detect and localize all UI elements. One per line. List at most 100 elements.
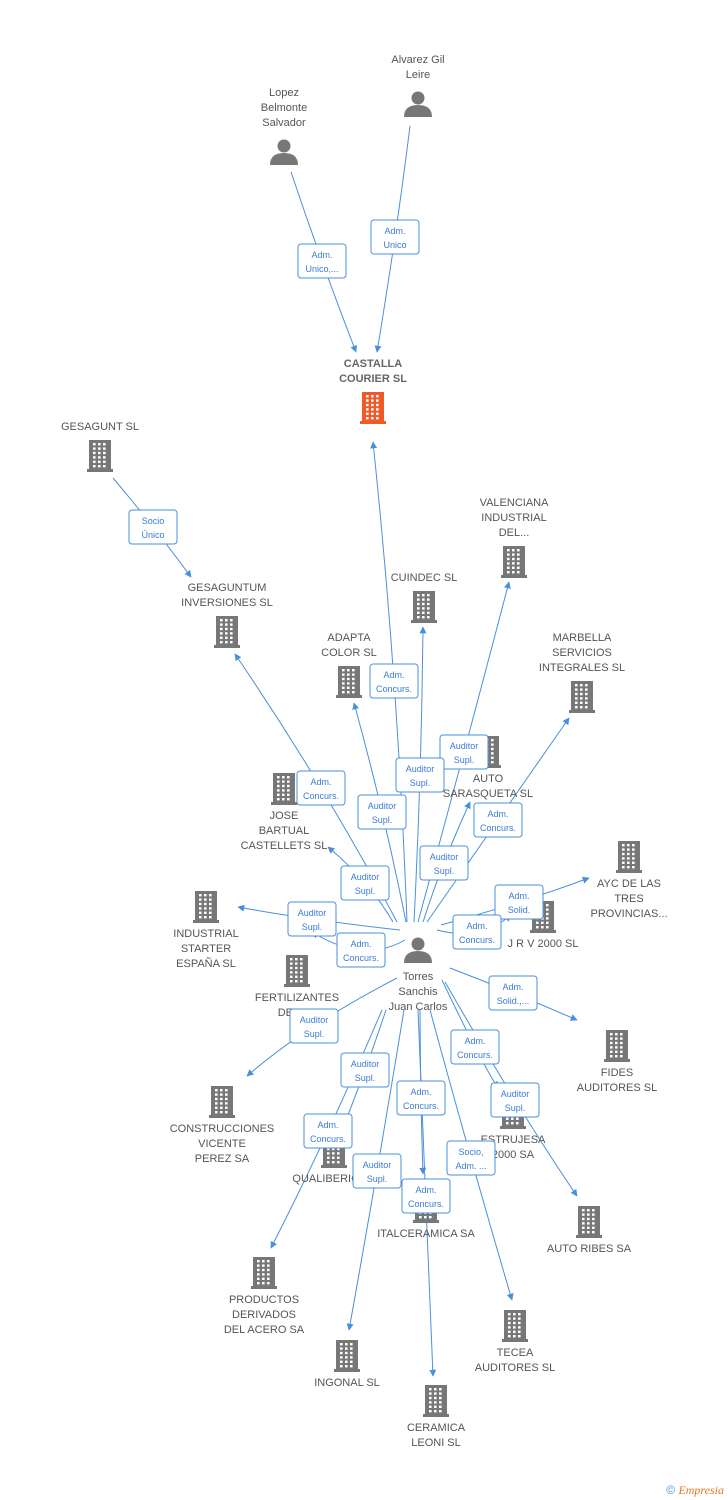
company-node-ceramica[interactable]: building-iconCERAMICALEONI SL xyxy=(407,1385,466,1449)
building-window xyxy=(536,926,539,929)
company-node-valenciana[interactable]: building-iconVALENCIANAINDUSTRIALDEL... xyxy=(480,497,550,578)
edge-label-torres-ceramica[interactable]: Adm.Concurs. xyxy=(401,1178,451,1214)
company-node-marbella[interactable]: building-iconMARBELLASERVICIOSINTEGRALES… xyxy=(539,632,625,713)
building-window xyxy=(575,688,578,691)
edge-label-box[interactable] xyxy=(340,1052,390,1088)
edge-label-box[interactable] xyxy=(419,845,469,881)
building-window xyxy=(541,921,544,924)
edge-label-box[interactable] xyxy=(336,932,386,968)
edge-label-box[interactable] xyxy=(297,243,347,279)
company-node-productos[interactable]: building-iconPRODUCTOSDERIVADOSDEL ACERO… xyxy=(224,1257,305,1336)
edge-label-box[interactable] xyxy=(473,802,523,838)
building-window xyxy=(508,1335,511,1338)
edge-label-torres-productos[interactable]: Adm.Concurs. xyxy=(303,1113,353,1149)
edge-label-box[interactable] xyxy=(446,1140,496,1176)
node-label: SARASQUETA SL xyxy=(443,788,533,800)
building-window xyxy=(620,1041,623,1045)
edge-label-torres-fides[interactable]: Adm.Solid.,... xyxy=(488,975,538,1011)
building-window xyxy=(93,456,96,459)
edge-label-torres-ayc[interactable]: Adm.Solid. xyxy=(494,884,544,920)
company-node-construcciones[interactable]: building-iconCONSTRUCCIONESVICENTEPEREZ … xyxy=(170,1086,275,1165)
person-head xyxy=(411,937,425,951)
edge-label-text: Concurs. xyxy=(310,1134,346,1144)
edge-label-torres-jrv[interactable]: Adm.Concurs. xyxy=(452,914,502,950)
edge-label-text: Socio, xyxy=(458,1147,483,1157)
edge-label-text: Supl. xyxy=(355,1073,376,1083)
building-window xyxy=(215,1093,218,1096)
edge-label-torres-estrujesa[interactable]: Adm.Concurs. xyxy=(450,1029,500,1065)
edge-label-box[interactable] xyxy=(488,975,538,1011)
edge-label-box[interactable] xyxy=(340,865,390,901)
edge-label-box[interactable] xyxy=(494,884,544,920)
edge-label-box[interactable] xyxy=(396,1080,446,1116)
edge-label-torres-fertilizantes[interactable]: Adm.Concurs. xyxy=(336,932,386,968)
building-base xyxy=(360,421,386,424)
edge-label-text: Adm. xyxy=(311,250,332,260)
edge-label-lopez-castalla[interactable]: Adm.Unico,... xyxy=(297,243,347,279)
company-node-jose[interactable]: building-iconJOSEBARTUALCASTELLETS SL xyxy=(241,773,328,852)
building-window xyxy=(546,917,549,920)
company-node-fides[interactable]: building-iconFIDESAUDITORES SL xyxy=(577,1030,658,1094)
edge-label-text: Adm. ... xyxy=(455,1161,486,1171)
edge-label-torres-marbella[interactable]: Adm.Concurs. xyxy=(473,802,523,838)
edge-label-box[interactable] xyxy=(439,734,489,770)
company-node-ingonal[interactable]: building-iconINGONAL SL xyxy=(314,1340,380,1389)
edge-label-torres-tecea[interactable]: Socio, Adm. ... xyxy=(446,1140,496,1176)
company-node-industrial[interactable]: building-iconINDUSTRIALSTARTERESPAÑA SL xyxy=(173,891,239,970)
company-node-adapta[interactable]: building-iconADAPTACOLOR SL xyxy=(321,632,377,698)
edge-label-box[interactable] xyxy=(490,1082,540,1118)
person-head xyxy=(277,139,291,153)
edge-label-box[interactable] xyxy=(352,1153,402,1189)
company-node-gesaguntum[interactable]: building-iconGESAGUNTUMINVERSIONES SL xyxy=(181,582,273,648)
company-node-gesagunt[interactable]: building-iconGESAGUNT SL xyxy=(61,421,139,472)
company-node-cuindec[interactable]: building-iconCUINDEC SL xyxy=(391,572,458,623)
building-window xyxy=(225,627,228,631)
person-node-torres[interactable]: person-iconTorresSanchisJuan Carlos xyxy=(389,937,448,1014)
edge-label-box[interactable] xyxy=(370,219,420,255)
edge-label-box[interactable] xyxy=(401,1178,451,1214)
edge-label-alvarez-castalla[interactable]: Adm.Unico xyxy=(370,219,420,255)
person-node-lopez[interactable]: person-iconLopezBelmonteSalvador xyxy=(261,87,307,165)
company-node-autoribes[interactable]: building-iconAUTO RIBES SA xyxy=(547,1206,632,1255)
node-label: TECEA xyxy=(497,1347,534,1359)
edge-label-box[interactable] xyxy=(369,663,419,699)
edge-label-torres-gesaguntum[interactable]: Adm.Concurs. xyxy=(296,770,346,806)
node-label: INDUSTRIAL xyxy=(481,512,546,524)
building-window xyxy=(267,1268,270,1272)
edge-label-box[interactable] xyxy=(452,914,502,950)
building-window xyxy=(345,1347,348,1350)
building-window xyxy=(434,1410,437,1413)
brand-logo[interactable]: Empresia xyxy=(678,1483,724,1497)
edge-label-torres-castalla[interactable]: Adm.Concurs. xyxy=(369,663,419,699)
edge-label-torres-italceramica[interactable]: Adm.Concurs. xyxy=(396,1080,446,1116)
edge-label-box[interactable] xyxy=(289,1008,339,1044)
company-node-ayc[interactable]: building-iconAYC DE LASTRESPROVINCIAS... xyxy=(590,841,668,920)
building-window xyxy=(517,571,520,574)
company-node-castalla[interactable]: building-iconCASTALLACOURIER SL xyxy=(339,358,407,424)
edge-label-box[interactable] xyxy=(303,1113,353,1149)
edge-label-box[interactable] xyxy=(296,770,346,806)
edge-label-text: Adm. xyxy=(464,1036,485,1046)
edge-label-box[interactable] xyxy=(450,1029,500,1065)
edge-label-box[interactable] xyxy=(357,794,407,830)
company-node-tecea[interactable]: building-iconTECEAAUDITORES SL xyxy=(475,1310,556,1374)
edge-label-box[interactable] xyxy=(287,901,337,937)
edge-label-text: Supl. xyxy=(302,922,323,932)
node-label: GESAGUNT SL xyxy=(61,421,139,433)
edge-label-box[interactable] xyxy=(395,757,445,793)
building-window xyxy=(627,852,630,856)
node-label: J R V 2000 SL xyxy=(508,938,579,950)
edge-label-box[interactable] xyxy=(128,509,178,545)
